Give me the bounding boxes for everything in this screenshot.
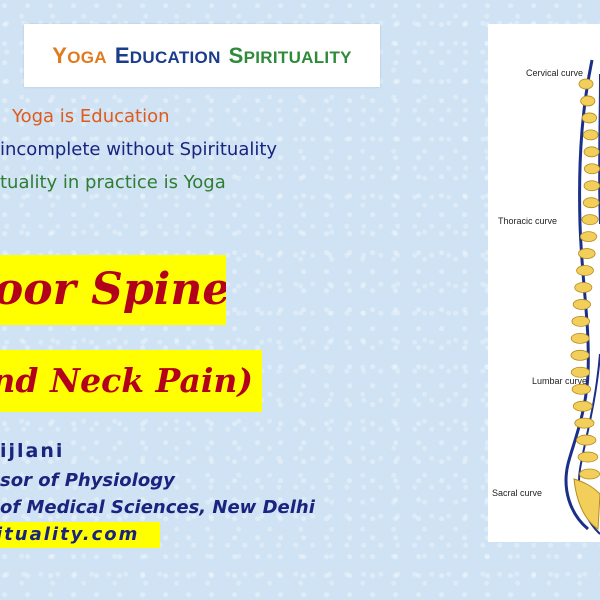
vertebra xyxy=(582,197,600,209)
vertebra xyxy=(581,112,598,124)
vertebra xyxy=(578,248,596,259)
vertebra xyxy=(576,434,597,446)
website-link[interactable]: ituality.com xyxy=(0,522,160,548)
vertebra xyxy=(582,129,599,141)
author-name: ijlani xyxy=(0,440,65,462)
logo-rest: DUCATION xyxy=(129,47,221,67)
vertebra xyxy=(583,163,600,175)
vertebra xyxy=(574,417,595,429)
logo-word-education: EDUCATION xyxy=(115,43,221,69)
vertebra xyxy=(572,400,593,412)
vertebra xyxy=(572,299,591,310)
tagline-1: Yoga is Education xyxy=(12,106,170,127)
tagline-2: incomplete without Spirituality xyxy=(0,139,278,160)
vertebra xyxy=(570,349,590,361)
vertebra xyxy=(570,366,591,378)
vertebra xyxy=(571,315,590,327)
label-thoracic-curve: Thoracic curve xyxy=(498,216,558,226)
logo: YOGA EDUCATION SPIRITUALITY xyxy=(24,24,380,87)
vertebra xyxy=(580,95,596,107)
vertebra xyxy=(579,468,600,480)
spine-back-outline xyxy=(564,59,594,531)
vertebra xyxy=(570,332,590,344)
website-text: ituality.com xyxy=(0,524,140,545)
logo-word-spirituality: SPIRITUALITY xyxy=(229,43,352,69)
vertebrae xyxy=(570,78,600,480)
logo-rest: PIRITUALITY xyxy=(243,47,352,67)
vertebra xyxy=(579,231,598,243)
logo-word-yoga: YOGA xyxy=(52,43,107,69)
spine-diagram: Cervical curve Thoracic curve Lumbar cur… xyxy=(488,24,600,542)
title-banner-2: and Neck Pain) xyxy=(0,350,262,412)
title-line-2: and Neck Pain) xyxy=(0,361,253,400)
vertebra xyxy=(578,78,594,90)
logo-initial: Y xyxy=(52,42,68,68)
vertebra xyxy=(583,180,600,192)
title-line-1: Poor Spine xyxy=(0,264,226,315)
logo-rest: OGA xyxy=(67,47,107,67)
label-lumbar-curve: Lumbar curve xyxy=(532,376,588,386)
vertebra xyxy=(577,451,599,463)
title-banner-1: Poor Spine xyxy=(0,255,226,325)
vertebra xyxy=(581,214,599,226)
author-institute: of Medical Sciences, New Delhi xyxy=(0,497,315,518)
tagline-3: tuality in practice is Yoga xyxy=(0,172,226,193)
logo-initial: E xyxy=(114,42,130,68)
label-sacral-curve: Sacral curve xyxy=(492,488,543,498)
spine-illustration xyxy=(564,59,600,535)
sacrum xyxy=(573,478,600,530)
vertebra xyxy=(583,146,600,158)
vertebra xyxy=(574,282,593,293)
author-designation: sor of Physiology xyxy=(0,470,175,491)
label-cervical-curve: Cervical curve xyxy=(526,68,584,78)
logo-initial: S xyxy=(228,42,244,68)
vertebra xyxy=(576,265,594,276)
vertebra xyxy=(571,383,592,395)
